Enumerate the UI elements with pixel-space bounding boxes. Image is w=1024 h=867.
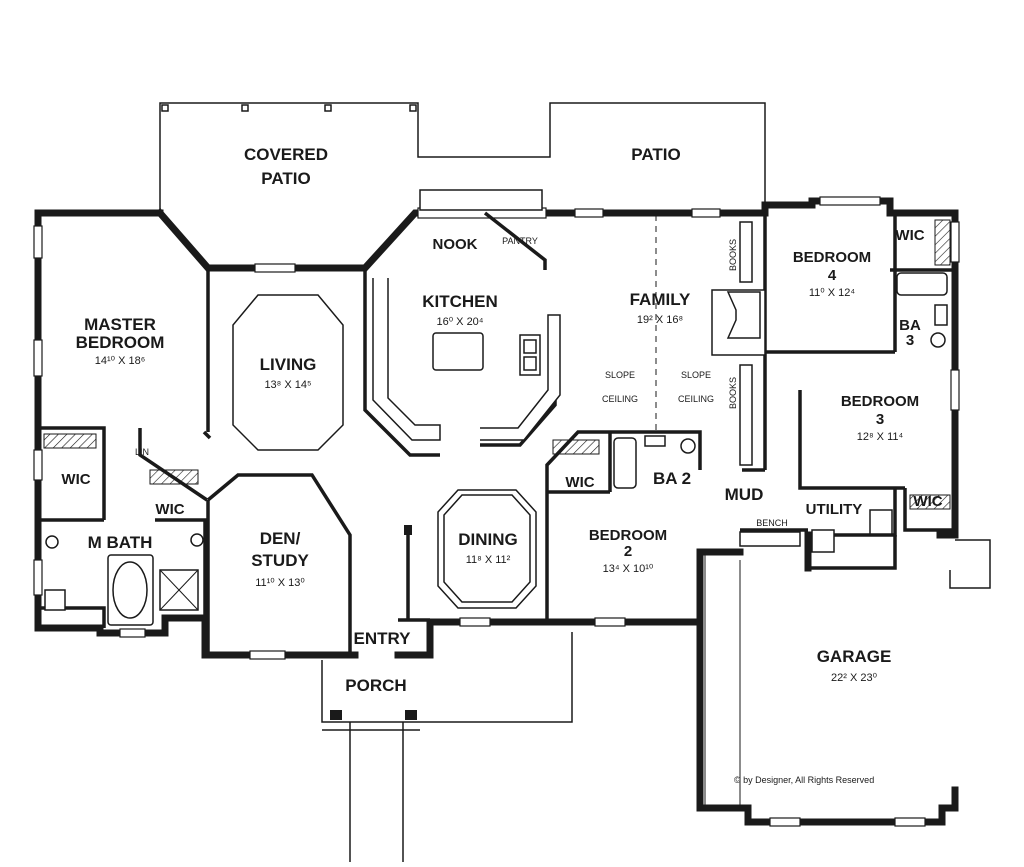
patio-post xyxy=(409,104,417,112)
washer xyxy=(811,529,835,553)
sink xyxy=(930,332,946,348)
sink xyxy=(680,438,696,454)
porch xyxy=(321,632,573,862)
sink xyxy=(45,535,59,549)
bay-window-seat xyxy=(419,189,543,211)
room-labels: COVERED PATIO PATIO NOOK PANTRY KITCHEN … xyxy=(61,145,942,785)
fixtures xyxy=(43,189,991,805)
covered-patio-outline xyxy=(159,102,766,213)
nook-label: NOOK xyxy=(433,236,478,253)
books-label-bottom: BOOKS xyxy=(728,377,738,409)
bedroom4-label-1: BEDROOM xyxy=(793,249,871,266)
dining-label: DINING xyxy=(458,530,518,549)
den-study-label-1: DEN/ xyxy=(260,529,301,548)
kitchen-counter-west xyxy=(372,278,441,441)
covered-patio-label-1: COVERED xyxy=(244,145,328,164)
bedroom4-label-2: 4 xyxy=(828,267,837,284)
ba3-label-2: 3 xyxy=(906,332,914,349)
bedroom4-dims: 11⁰ X 12⁴ xyxy=(809,287,856,299)
slope-right-2: CEILING xyxy=(678,394,714,404)
sink xyxy=(190,533,204,547)
bedroom3-number: 3 xyxy=(876,411,884,428)
copyright-notice: © by Designer, All Rights Reserved xyxy=(734,775,874,785)
exterior-walls xyxy=(34,197,959,826)
bedroom3-dims: 12⁸ X 11⁴ xyxy=(857,431,904,443)
porch-post xyxy=(405,710,417,720)
living-dims: 13⁸ X 14⁵ xyxy=(264,379,311,391)
mud-label: MUD xyxy=(725,485,764,504)
dining-ceiling-detail xyxy=(443,494,531,603)
bedroom2-dims: 13⁴ X 10¹⁰ xyxy=(603,563,654,575)
den-study-label-2: STUDY xyxy=(251,551,309,570)
covered-patio-label-2: PATIO xyxy=(261,169,310,188)
living-label: LIVING xyxy=(260,355,317,374)
slope-right-1: SLOPE xyxy=(681,370,711,380)
master-bedroom-label-1: MASTER xyxy=(84,315,156,334)
books-label-top: BOOKS xyxy=(728,239,738,271)
entry-label: ENTRY xyxy=(354,629,412,648)
dryer xyxy=(869,509,893,535)
living-ceiling-detail xyxy=(232,294,344,451)
m-bath-label: M BATH xyxy=(88,533,153,552)
ba2-label: BA 2 xyxy=(653,469,691,488)
bedroom2-number: 2 xyxy=(624,543,632,560)
utility-label: UTILITY xyxy=(806,501,863,518)
family-dims: 19² X 16⁸ xyxy=(637,314,683,326)
lin-label: LIN xyxy=(135,447,149,457)
tub xyxy=(613,437,637,489)
porch-post xyxy=(330,710,342,720)
kitchen-label: KITCHEN xyxy=(422,292,498,311)
wic-master-1-label: WIC xyxy=(61,471,90,488)
pantry-label: PANTRY xyxy=(502,236,538,246)
garage-label: GARAGE xyxy=(817,647,892,666)
slope-left-2: CEILING xyxy=(602,394,638,404)
bench-label: BENCH xyxy=(756,518,788,528)
windows xyxy=(33,196,960,827)
bedroom2-label: BEDROOM xyxy=(589,527,667,544)
patio-post xyxy=(324,104,332,112)
porch-label: PORCH xyxy=(345,676,406,695)
bookcase xyxy=(739,221,753,283)
slope-left-1: SLOPE xyxy=(605,370,635,380)
master-bedroom-dims: 14¹⁰ X 18⁶ xyxy=(95,355,146,367)
ba3-label-1: BA xyxy=(899,317,921,334)
kitchen-island xyxy=(432,332,484,371)
wic-master-2-label: WIC xyxy=(155,501,184,518)
kitchen-counter-east xyxy=(480,314,561,441)
patio-label: PATIO xyxy=(631,145,680,164)
master-bedroom-label-2: BEDROOM xyxy=(76,333,165,352)
bench xyxy=(739,531,801,547)
den-study-dims: 11¹⁰ X 13⁰ xyxy=(255,577,305,589)
wic-bed2-label: WIC xyxy=(565,474,594,491)
wic-bed4-label: WIC xyxy=(895,227,924,244)
tub xyxy=(896,272,948,296)
garage-dims: 22² X 23⁰ xyxy=(831,672,878,684)
patio-post xyxy=(161,104,169,112)
patio-post xyxy=(241,104,249,112)
wic-bed3-label: WIC xyxy=(913,493,942,510)
kitchen-dims: 16⁰ X 20⁴ xyxy=(436,316,483,328)
dining-dims: 11⁸ X 11² xyxy=(466,554,511,566)
bookcase xyxy=(739,364,753,466)
toilet xyxy=(44,589,66,611)
bedroom3-label: BEDROOM xyxy=(841,393,919,410)
family-label: FAMILY xyxy=(630,290,691,309)
